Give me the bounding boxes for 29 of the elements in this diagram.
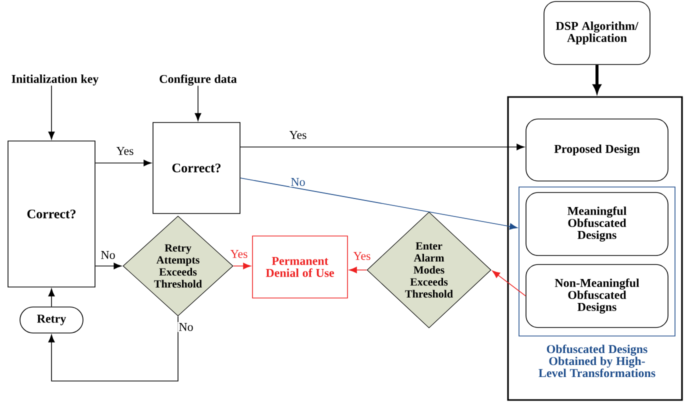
- arrow: [48, 85, 55, 140]
- container-box: [507, 96, 683, 401]
- outcome-box: Permanent Denial of Use: [252, 236, 348, 298]
- arrow: [492, 270, 526, 296]
- arrow: [48, 316, 178, 382]
- edge-label: Yes: [288, 130, 308, 140]
- node-label: Obfuscated Designs Obtained by High-Level Transformations: [538, 344, 656, 378]
- arrow: [48, 288, 55, 307]
- arrow: [95, 160, 152, 166]
- retry-pill: Retry: [20, 306, 84, 334]
- decision-box: Correct?: [152, 122, 240, 214]
- process-box: Non-Meaningful Obfuscated Designs: [526, 264, 668, 328]
- arrow: [232, 262, 251, 270]
- edge-label: Yes: [115, 146, 135, 156]
- edge-label: No: [290, 177, 306, 187]
- input-label: Initialization key: [12, 74, 99, 86]
- edge-label: No: [178, 322, 194, 332]
- edge-label: No: [100, 250, 116, 260]
- input-label: Configure data: [160, 74, 237, 86]
- arrow: [194, 85, 202, 121]
- arrow: [593, 64, 601, 93]
- arrow: [240, 178, 518, 230]
- arrow: [95, 262, 122, 270]
- process-box: Proposed Design: [526, 118, 668, 182]
- decision-box: Correct?: [8, 140, 96, 288]
- arrow: [349, 266, 368, 274]
- process-box: DSP Algorithm/ Application: [544, 1, 650, 65]
- process-box: Meaningful Obfuscated Designs: [526, 192, 668, 256]
- arrow: [240, 144, 524, 150]
